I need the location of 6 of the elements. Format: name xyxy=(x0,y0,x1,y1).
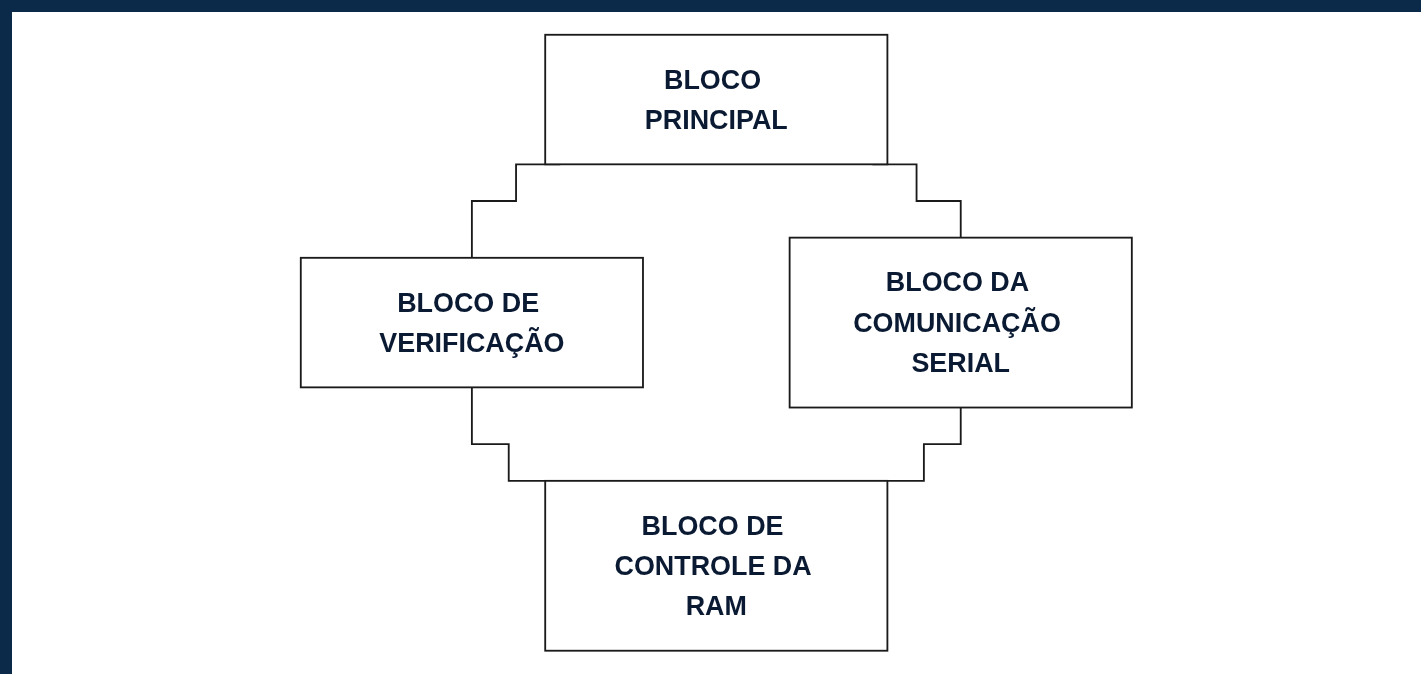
node-box: BLOCO PRINCIPAL xyxy=(544,34,889,166)
node-box: BLOCO DA COMUNICAÇÃO SERIAL xyxy=(788,237,1133,409)
connector xyxy=(886,406,962,482)
node-box: BLOCO DE CONTROLE DA RAM xyxy=(544,480,889,652)
node-box: BLOCO DE VERIFICAÇÃO xyxy=(300,257,645,389)
connector xyxy=(471,386,547,482)
